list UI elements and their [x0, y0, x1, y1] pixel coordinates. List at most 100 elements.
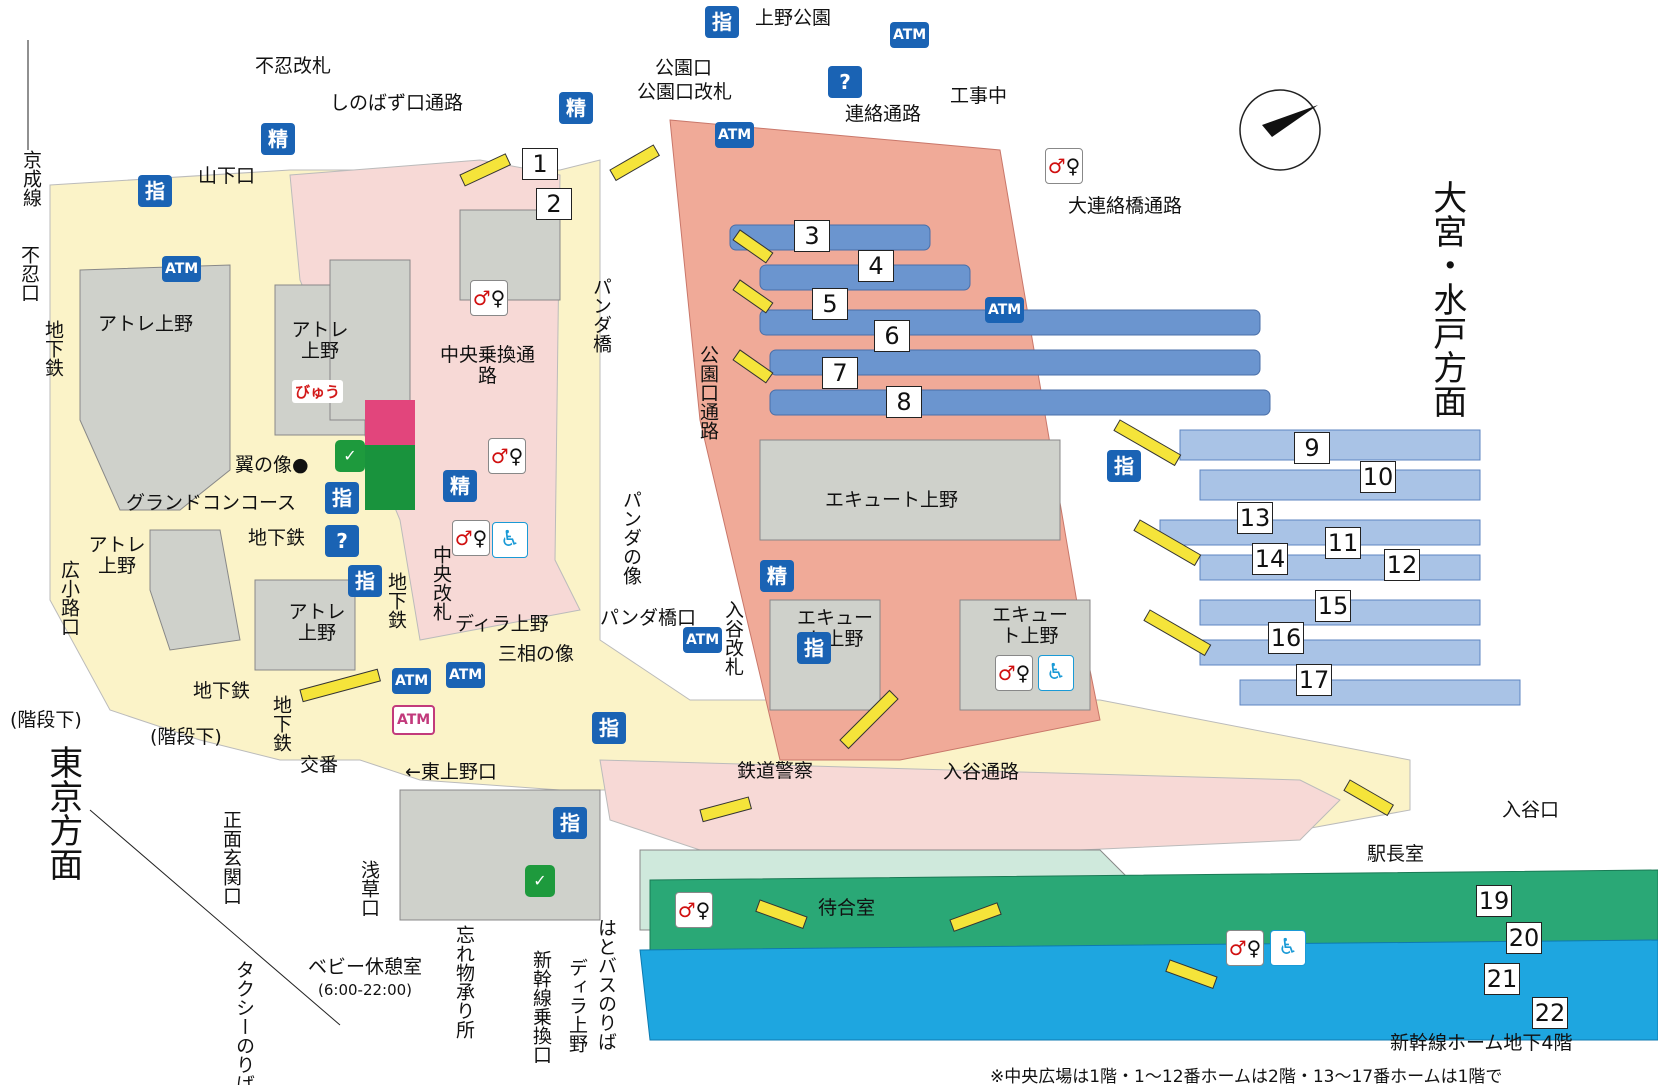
- label-note: ※中央広場は1階・1〜12番ホームは2階・13〜17番ホームは1階で: [990, 1067, 1503, 1085]
- pink-shop: [365, 400, 415, 445]
- platform-10: 10: [1360, 461, 1396, 493]
- label-yamashita: 山下口: [198, 165, 256, 187]
- midori-window-icon: ✓: [335, 440, 365, 472]
- buildings: [79, 209, 1091, 921]
- lower-pink-area: [599, 759, 1341, 851]
- label-baby: ベビー休憩室: [308, 956, 423, 978]
- platform-1: 1: [522, 148, 558, 180]
- platform-2: 2: [536, 188, 572, 220]
- info-icon: ?: [828, 66, 862, 98]
- platform-12: 12: [1384, 549, 1420, 581]
- fare-adjust-icon: 精: [261, 123, 295, 155]
- label-higashi-ueno: ←東上野口: [405, 761, 497, 783]
- platform-9: 9: [1294, 432, 1330, 464]
- platform-15: 15: [1315, 590, 1351, 622]
- direction-omiya: 大宮・水戸方面: [1426, 180, 1467, 418]
- label-iriya-exit: 入谷口: [1502, 799, 1560, 821]
- label-taxi: タクシーのりば: [232, 960, 255, 1085]
- info-icon: ?: [325, 525, 359, 557]
- label-kaidan-1: (階段下): [10, 709, 82, 731]
- platform-8: 8: [886, 386, 922, 418]
- reserved-ticket-icon: 指: [348, 565, 382, 597]
- platform-17: 17: [1296, 664, 1332, 696]
- restroom-icon: ♂♀: [452, 520, 490, 556]
- platform-22: 22: [1532, 997, 1568, 1029]
- platform-21: 21: [1484, 963, 1520, 995]
- label-chuo-transfer: 中央乗換通路: [440, 344, 536, 387]
- label-koen-gate: 公園口改札: [637, 81, 733, 103]
- shinkansen-cyan: [639, 939, 1658, 1041]
- label-shinkansen-transfer: 新幹線乗換口: [529, 950, 552, 1064]
- label-ecute-1: エキュート上野: [825, 489, 959, 511]
- label-shomen: 正面玄関口: [219, 810, 242, 905]
- label-kaidan-2: (階段下): [150, 726, 222, 748]
- restroom-icon: ♂♀: [1226, 930, 1264, 966]
- label-shinobazu: 不忍口: [17, 245, 40, 302]
- reserved-ticket-icon: 指: [1107, 450, 1141, 482]
- label-asakusa: 浅草口: [357, 860, 380, 917]
- label-shinobazu-gate: 不忍改札: [255, 55, 332, 77]
- atm-icon: ATM: [392, 705, 436, 735]
- reserved-ticket-icon: 指: [592, 712, 626, 744]
- restroom-icon: ♂♀: [1045, 148, 1083, 184]
- platform-19: 19: [1476, 885, 1512, 917]
- label-panda-bridge: パンダ橋: [589, 277, 612, 353]
- label-ekicho: 駅長室: [1367, 843, 1425, 865]
- label-hirokoji: 広小路口: [57, 560, 80, 636]
- label-chikatetsu-2: 地下鉄: [384, 572, 407, 629]
- platform-20: 20: [1506, 922, 1542, 954]
- label-shinkansen-home: 新幹線ホーム地下4階: [1390, 1032, 1573, 1054]
- label-hato-bus: はとバスのりば: [594, 918, 617, 1051]
- platform-5: 5: [812, 288, 848, 320]
- label-iriya-path: 入谷通路: [943, 761, 1020, 783]
- direction-tokyo: 東京方面: [42, 745, 83, 881]
- view-plaza-logo: びゅう: [292, 380, 344, 403]
- label-tetsudo: 鉄道警察: [737, 760, 814, 782]
- reserved-ticket-icon: 指: [553, 807, 587, 839]
- atm-icon: ATM: [890, 22, 930, 48]
- atm-icon: ATM: [715, 122, 755, 148]
- label-renraku: 連絡通路: [845, 103, 922, 125]
- platform-14: 14: [1252, 543, 1288, 575]
- reserved-ticket-icon: 指: [705, 6, 739, 38]
- platform-13: 13: [1237, 502, 1273, 534]
- label-machiai: 待合室: [818, 897, 876, 919]
- label-wasuremono: 忘れ物承り所: [452, 925, 475, 1039]
- label-ueno-park: 上野公園: [755, 7, 832, 29]
- accessible-toilet-icon: ♿: [1270, 930, 1306, 966]
- restroom-icon: ♂♀: [488, 438, 526, 474]
- restroom-icon: ♂♀: [995, 655, 1033, 691]
- fare-adjust-icon: 精: [760, 560, 794, 592]
- midori-window-icon: ✓: [525, 865, 555, 897]
- label-koji: 工事中: [950, 85, 1008, 107]
- label-baby-hours: (6:00-22:00): [318, 981, 413, 999]
- label-dai-renraku: 大連絡橋通路: [1068, 195, 1183, 217]
- platform-16: 16: [1268, 622, 1304, 654]
- reserved-ticket-icon: 指: [325, 482, 359, 514]
- platform-6: 6: [874, 320, 910, 352]
- atm-icon: ATM: [446, 662, 486, 688]
- label-koban: 交番: [300, 754, 339, 776]
- label-grand-concourse: グランドコンコース: [126, 492, 297, 514]
- label-panda-statue: パンダの像: [619, 490, 642, 585]
- accessible-toilet-icon: ♿: [492, 522, 528, 558]
- label-keisei: 京成線: [19, 150, 42, 207]
- label-atre-2: アトレ上野: [291, 319, 349, 362]
- platform-11: 11: [1325, 527, 1361, 559]
- taxi-line: [89, 809, 341, 1026]
- atm-icon: ATM: [985, 297, 1025, 323]
- label-iriya-gate: 入谷改札: [721, 600, 744, 676]
- accessible-toilet-icon: ♿: [1038, 655, 1074, 691]
- label-chikatetsu-1: 地下鉄: [248, 527, 306, 549]
- label-chikatetsu-3: 地下鉄: [193, 680, 251, 702]
- view-plaza-green: [365, 445, 415, 510]
- reserved-ticket-icon: 指: [138, 175, 172, 207]
- label-ecute-3: エキュート上野: [991, 604, 1068, 647]
- label-chikatetsu-4: 地下鉄: [269, 695, 292, 752]
- compass: [1239, 89, 1321, 171]
- fare-adjust-icon: 精: [559, 92, 593, 124]
- platform-3: 3: [794, 220, 830, 252]
- label-atre-3: アトレ上野: [88, 534, 146, 577]
- label-chikatetsu-5: 地下鉄: [41, 320, 64, 377]
